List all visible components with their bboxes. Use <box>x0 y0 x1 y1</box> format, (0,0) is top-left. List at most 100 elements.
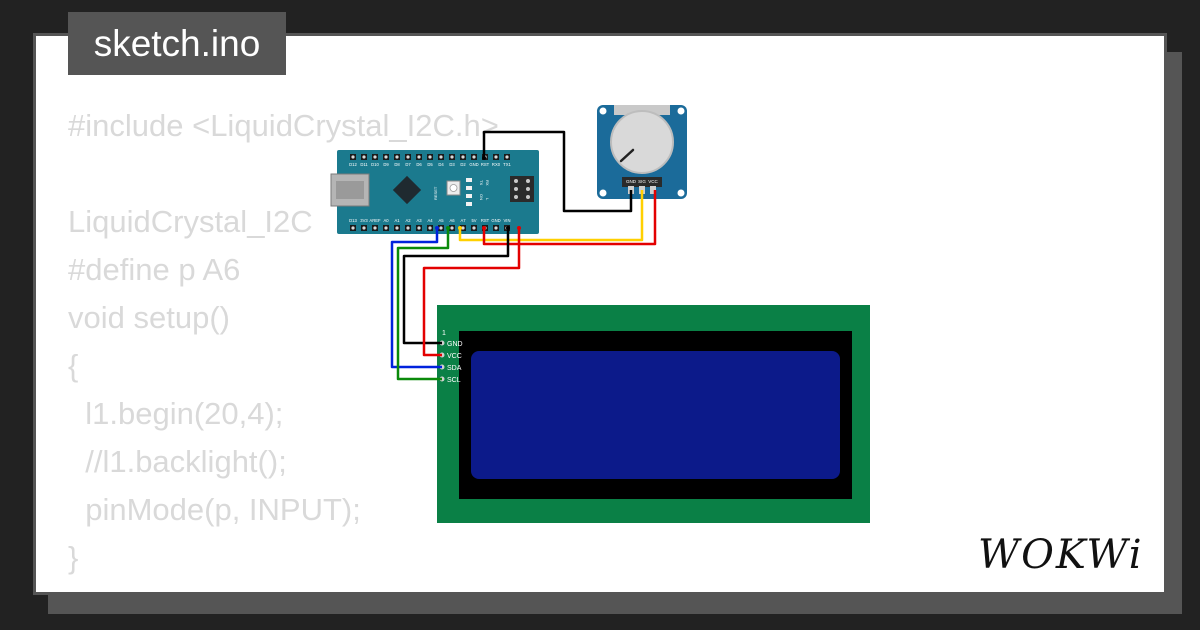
pot-pin-label-gnd: GND <box>626 179 637 184</box>
wire-sda-lcd[interactable] <box>390 228 442 369</box>
code-line: pinMode(p, INPUT); <box>68 492 361 527</box>
arduino-bottom-pin-label: A5 <box>438 218 444 223</box>
arduino-top-pin-label: D12 <box>349 162 357 167</box>
arduino-bottom-pin-label: A7 <box>460 218 466 223</box>
lcd-pin-label-scl: SCL <box>447 377 461 384</box>
arduino-top-pin-hole <box>362 155 366 159</box>
arduino-bottom-pin-label: 5V <box>471 218 476 223</box>
pot-pin-label-sig: SIG <box>638 179 646 184</box>
arduino-top-pin-hole <box>417 155 421 159</box>
wires <box>390 130 657 381</box>
arduino-bottom-pin-label: A2 <box>405 218 411 223</box>
arduino-bottom-pin-label: D13 <box>349 218 357 223</box>
led-label-tx: TX <box>479 180 484 185</box>
arduino-top-pin-label: RST <box>481 162 490 167</box>
wokwi-logo-text: WOKWi <box>978 532 1144 578</box>
arduino-bottom-pin-label: A1 <box>394 218 400 223</box>
wire-endpoints <box>435 156 521 230</box>
arduino-top-pin-hole <box>494 155 498 159</box>
lcd-pin-label-sda: SDA <box>447 365 462 372</box>
led-label-on: ON <box>479 194 484 200</box>
lcd-pin-label-vcc: VCC <box>447 353 462 360</box>
pot-mount-hole <box>599 189 607 197</box>
arduino-top-pin-label: D3 <box>449 162 455 167</box>
wire-gnd-pot[interactable] <box>482 130 633 213</box>
arduino-top-pin-hole <box>439 155 443 159</box>
pot-knob-icon[interactable] <box>610 110 674 174</box>
arduino-bottom-pin-hole <box>472 226 476 230</box>
arduino-bottom-pin-label: VIN <box>504 218 511 223</box>
led-rx <box>466 186 472 190</box>
code-line: //l1.backlight(); <box>68 444 287 479</box>
arduino-top-pin-label: D5 <box>427 162 433 167</box>
potentiometer[interactable]: GND SIG VCC <box>597 105 687 199</box>
arduino-bottom-pin-hole <box>461 226 465 230</box>
code-line: LiquidCrystal_I2C <box>68 204 313 239</box>
arduino-top-pin-label: GND <box>469 162 478 167</box>
wire-scl-lcd[interactable] <box>396 228 450 381</box>
lcd-display[interactable]: 1 GND VCC SDA SCL <box>437 305 870 523</box>
arduino-bottom-pin-hole <box>395 226 399 230</box>
code-line: { <box>68 348 79 383</box>
arduino-bottom-pin-hole <box>351 226 355 230</box>
arduino-bottom-pin-label: A0 <box>383 218 389 223</box>
arduino-top-pin-hole <box>428 155 432 159</box>
arduino-top-pin-hole <box>395 155 399 159</box>
icsp-pins <box>514 179 530 199</box>
led-label-rx: RX <box>485 180 490 186</box>
arduino-bottom-pin-hole <box>362 226 366 230</box>
reset-button-cap <box>449 184 458 192</box>
arduino-bottom-pin-hole <box>417 226 421 230</box>
arduino-top-pin-label: TX1 <box>503 162 511 167</box>
arduino-top-pin-hole <box>461 155 465 159</box>
lcd-screen <box>471 351 840 479</box>
led-tx <box>466 178 472 182</box>
arduino-top-pin-label: D8 <box>394 162 400 167</box>
arduino-bottom-pin-label: A4 <box>427 218 433 223</box>
arduino-top-pin-label: D10 <box>371 162 379 167</box>
pot-mount-hole <box>677 189 685 197</box>
arduino-bottom-pin-label: 3V3 <box>360 218 368 223</box>
wire-vcc-lcd[interactable] <box>422 228 521 357</box>
pot-knob-pointer <box>619 148 635 163</box>
arduino-top-pin-hole <box>351 155 355 159</box>
wire-gnd-lcd[interactable] <box>402 228 510 345</box>
pot-header <box>622 177 662 187</box>
arduino-top-pin-label: D2 <box>460 162 466 167</box>
arduino-top-pin-hole <box>505 155 509 159</box>
code-line: #include <LiquidCrystal_I2C.h> <box>68 108 499 143</box>
arduino-top-pin-label: D7 <box>405 162 411 167</box>
arduino-bottom-pin-hole <box>428 226 432 230</box>
wire-signal-pot[interactable] <box>458 190 644 242</box>
arduino-top-pin-label: D11 <box>360 162 368 167</box>
arduino-bottom-pin-label: RST <box>481 218 490 223</box>
arduino-bottom-pin-label: A3 <box>416 218 422 223</box>
pot-pin-label-vcc: VCC <box>648 179 658 184</box>
wire-5v-pot[interactable] <box>482 190 657 246</box>
arduino-top-pin-hole <box>472 155 476 159</box>
arduino-bottom-pin-hole <box>450 226 454 230</box>
lcd-pin-label-gnd: GND <box>447 341 463 348</box>
arduino-top-pin-hole <box>384 155 388 159</box>
reset-label: RESET <box>433 186 438 200</box>
arduino-bottom-pin-label: A6 <box>449 218 455 223</box>
icsp-header-icon <box>510 176 534 202</box>
arduino-top-pin-label: RX0 <box>492 162 501 167</box>
pot-mount-hole <box>599 107 607 115</box>
arduino-bottom-pin-label: GND <box>491 218 500 223</box>
code-line: #define p A6 <box>68 252 241 287</box>
code-line: void setup() <box>68 300 230 335</box>
arduino-top-pin-label: D4 <box>438 162 444 167</box>
led-label-l: L <box>485 198 490 201</box>
arduino-top-pin-label: D9 <box>383 162 389 167</box>
code-line: } <box>68 540 79 575</box>
lcd-pin1-marker: 1 <box>442 330 446 337</box>
arduino-top-pin-hole <box>450 155 454 159</box>
file-title-tab[interactable]: sketch.ino <box>68 12 286 75</box>
pot-pin-vcc[interactable] <box>650 186 656 194</box>
arduino-bottom-pin-hole <box>373 226 377 230</box>
arduino-top-pin-hole <box>406 155 410 159</box>
